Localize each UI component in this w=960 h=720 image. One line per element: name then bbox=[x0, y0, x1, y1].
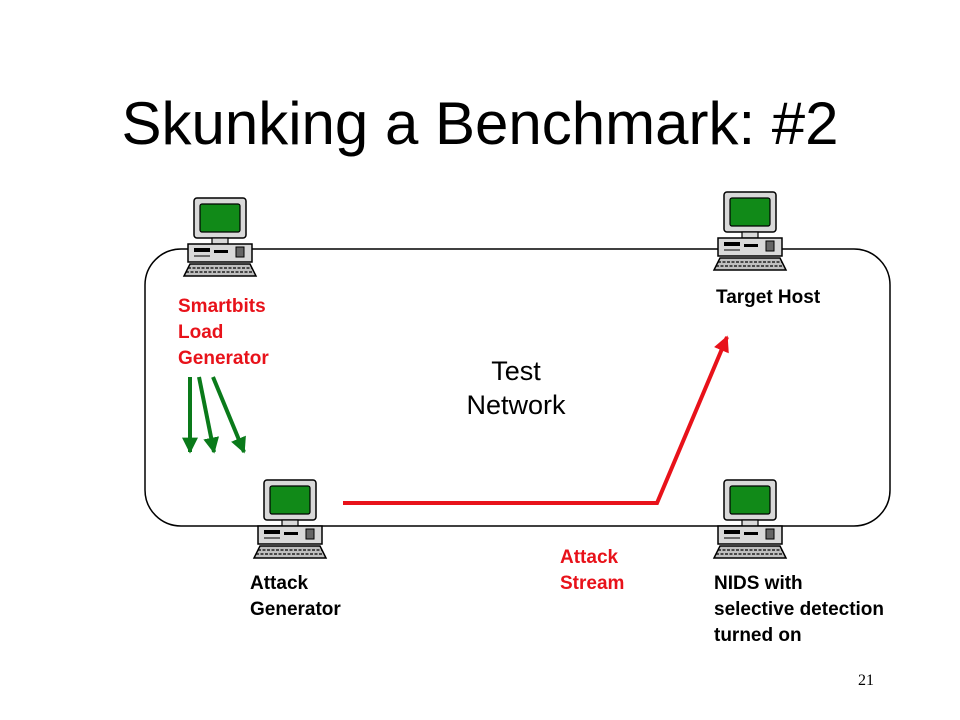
nids-label: NIDS with selective detection turned on bbox=[714, 571, 884, 649]
page-number: 21 bbox=[858, 672, 874, 689]
nids-label-line: NIDS with bbox=[714, 573, 803, 594]
smartbits-label-line: Smartbits bbox=[178, 296, 266, 317]
attack-generator-computer-icon bbox=[253, 479, 327, 559]
load-arrow-3 bbox=[211, 376, 246, 454]
test-network-label: Test Network bbox=[436, 354, 596, 422]
target-host-label-line: Target Host bbox=[716, 287, 821, 308]
attack-generator-label: Attack Generator bbox=[250, 571, 341, 623]
slide-title: Skunking a Benchmark: #2 bbox=[121, 90, 839, 157]
load-arrows bbox=[182, 376, 246, 454]
nids-label-line: turned on bbox=[714, 625, 802, 646]
smartbits-label-line: Load bbox=[178, 322, 224, 343]
smartbits-computer-icon bbox=[183, 197, 257, 277]
attack-stream-label-line: Attack bbox=[560, 547, 619, 568]
attack-stream-label: Attack Stream bbox=[560, 545, 624, 597]
target-host-label: Target Host bbox=[716, 285, 820, 311]
nids-computer-icon bbox=[713, 479, 787, 559]
test-network-label-line: Network bbox=[466, 390, 566, 420]
target-host-computer-icon bbox=[713, 191, 787, 271]
smartbits-label-line: Generator bbox=[178, 348, 269, 369]
attack-generator-label-line: Attack bbox=[250, 573, 309, 594]
attack-stream-label-line: Stream bbox=[560, 573, 625, 594]
nids-label-line: selective detection bbox=[714, 599, 885, 620]
smartbits-label: Smartbits Load Generator bbox=[178, 294, 269, 372]
attack-stream-arrow bbox=[343, 335, 729, 505]
test-network-boundary bbox=[144, 248, 891, 527]
test-network-label-line: Test bbox=[491, 356, 541, 386]
attack-generator-label-line: Generator bbox=[250, 599, 341, 620]
load-arrow-2 bbox=[197, 376, 220, 454]
